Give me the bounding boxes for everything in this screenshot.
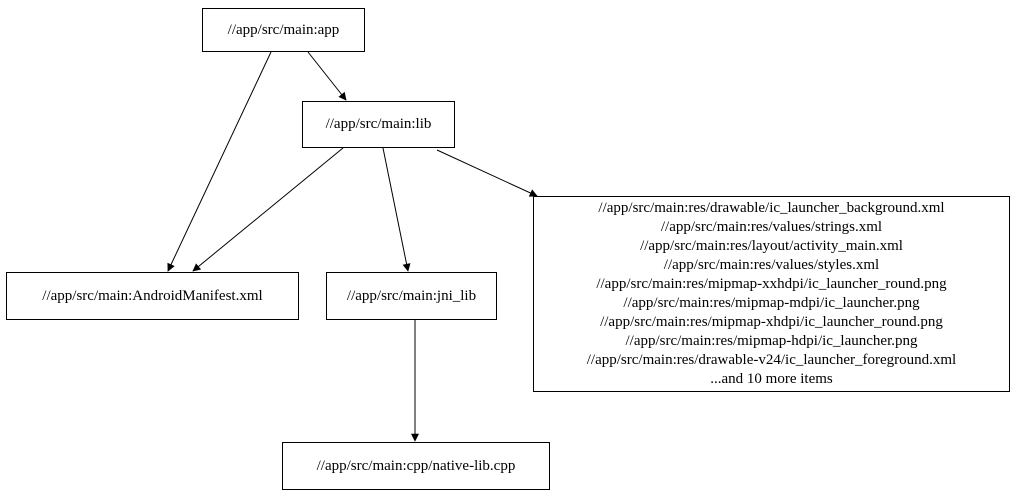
res-list-line: //app/src/main:res/layout/activity_main.… — [640, 238, 903, 254]
res-list-line: //app/src/main:res/mipmap-mdpi/ic_launch… — [623, 295, 920, 311]
res-list-line: //app/src/main:res/values/styles.xml — [663, 257, 880, 273]
res-list-line: //app/src/main:res/values/strings.xml — [660, 219, 883, 235]
node-app: //app/src/main:app — [202, 8, 365, 52]
res-list-line: ...and 10 more items — [710, 371, 833, 387]
node-android-manifest-label: //app/src/main:AndroidManifest.xml — [42, 287, 263, 304]
edge-app-to-android-manifest — [167, 51, 272, 272]
res-list-line: //app/src/main:res/mipmap-xhdpi/ic_launc… — [600, 314, 943, 330]
node-res-list: //app/src/main:res/drawable/ic_launcher_… — [533, 196, 1010, 392]
node-lib: //app/src/main:lib — [302, 101, 455, 148]
res-list-line: //app/src/main:res/drawable-v24/ic_launc… — [586, 352, 957, 368]
node-cpp-native-lib: //app/src/main:cpp/native-lib.cpp — [282, 442, 550, 490]
node-android-manifest: //app/src/main:AndroidManifest.xml — [6, 272, 299, 320]
node-jni-lib: //app/src/main:jni_lib — [326, 272, 497, 320]
node-jni-lib-label: //app/src/main:jni_lib — [346, 287, 477, 304]
node-app-label: //app/src/main:app — [227, 21, 340, 38]
res-list-line: //app/src/main:res/drawable/ic_launcher_… — [598, 200, 945, 216]
edge-lib-to-android-manifest — [192, 147, 344, 272]
node-lib-label: //app/src/main:lib — [325, 116, 432, 132]
edge-lib-to-res-list — [436, 149, 538, 197]
res-list-line: //app/src/main:res/mipmap-hdpi/ic_launch… — [625, 333, 918, 349]
node-cpp-native-lib-label: //app/src/main:cpp/native-lib.cpp — [316, 457, 516, 474]
res-list-line: //app/src/main:res/mipmap-xxhdpi/ic_laun… — [596, 276, 947, 292]
edge-lib-to-jni-lib — [382, 147, 411, 272]
edge-app-to-lib — [307, 51, 347, 101]
